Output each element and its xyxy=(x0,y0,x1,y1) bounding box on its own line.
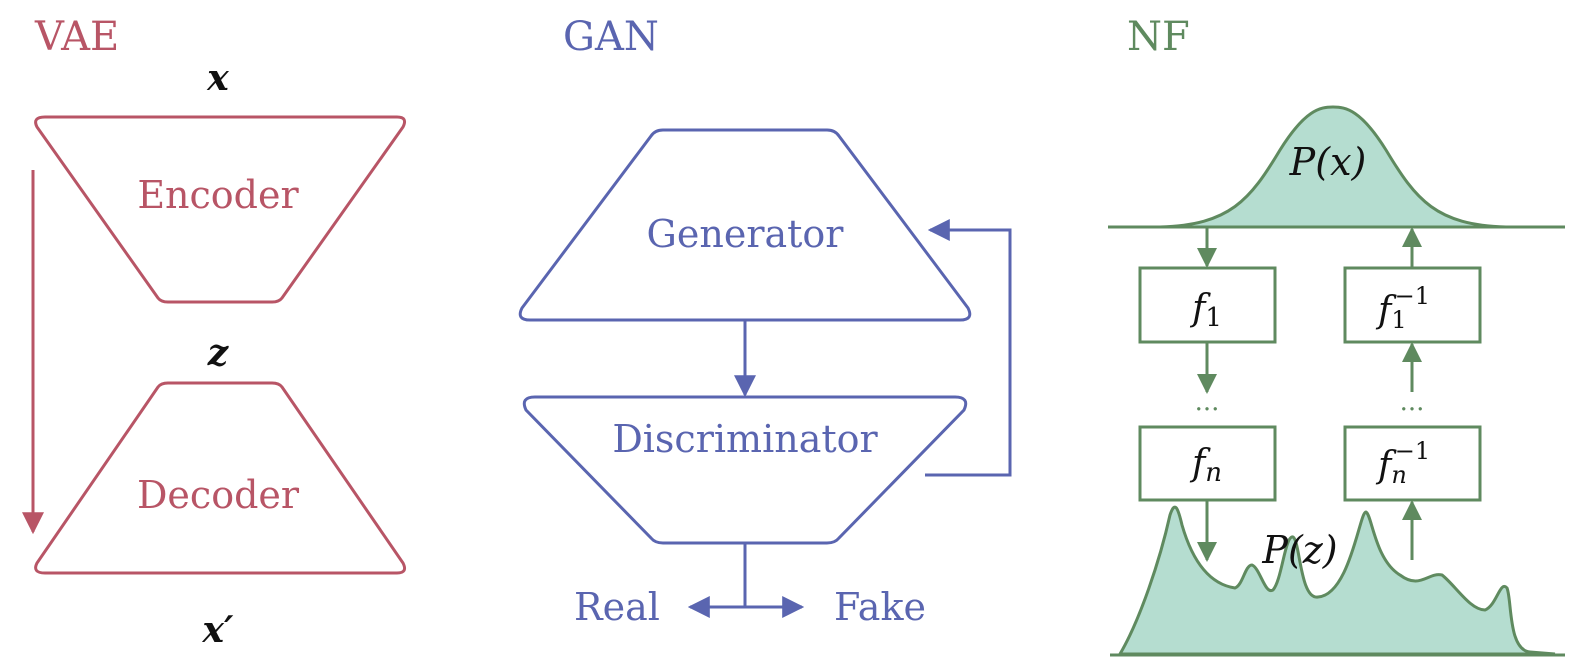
data-distribution-curve xyxy=(1159,105,1507,229)
gan-title: GAN xyxy=(563,14,659,60)
pz-label: P(z) xyxy=(1261,528,1337,572)
discriminator-label: Discriminator xyxy=(612,417,878,461)
fake-label: Fake xyxy=(834,585,926,629)
nf-title: NF xyxy=(1127,14,1190,60)
f1-box xyxy=(1138,266,1277,344)
decoder-label: Decoder xyxy=(137,473,300,517)
decoder-shape xyxy=(34,381,406,575)
f1-inverse-label: f1−1 xyxy=(1375,282,1430,334)
feedback-arrow xyxy=(925,219,1012,477)
nf-panel: NF P(x) f1 f1−1 ... ... fn fn−1 P(z) xyxy=(1108,14,1565,657)
vae-title: VAE xyxy=(34,14,119,60)
encoder-shape xyxy=(34,115,406,304)
vae-latent-label: z xyxy=(207,332,230,374)
fn-inverse-box xyxy=(1343,425,1482,502)
vae-panel: VAE x Encoder z Decoder x′ xyxy=(22,14,406,651)
latent-distribution-curve xyxy=(1117,505,1556,656)
encoder-label: Encoder xyxy=(137,173,299,217)
ellipsis-right: ... xyxy=(1400,387,1425,417)
generator-label: Generator xyxy=(647,212,845,256)
discriminator-shape xyxy=(522,395,968,545)
vae-input-label: x xyxy=(206,57,229,99)
f1-inverse-box xyxy=(1343,266,1482,344)
fn-box xyxy=(1138,425,1277,502)
px-label: P(x) xyxy=(1289,140,1367,184)
vae-output-label: x′ xyxy=(202,609,234,651)
generator-shape xyxy=(518,128,972,322)
real-label: Real xyxy=(574,585,660,629)
gan-panel: GAN Generator Discriminator Real Fake xyxy=(518,14,1012,629)
ellipsis-left: ... xyxy=(1195,387,1220,417)
